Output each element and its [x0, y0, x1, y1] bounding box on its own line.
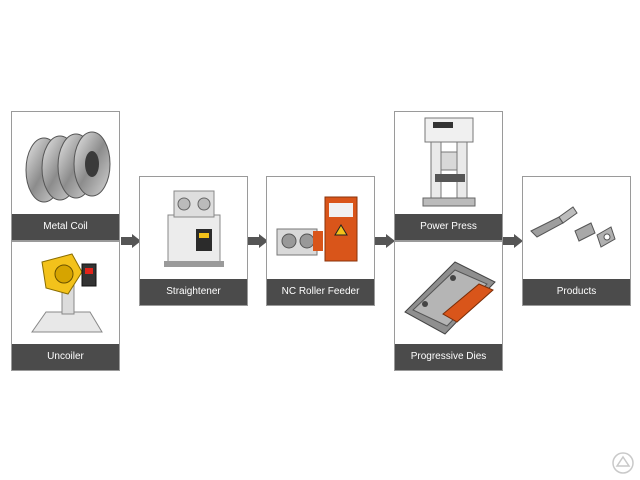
- arrow-right-icon: [121, 234, 141, 248]
- stage-label: Metal Coil: [12, 214, 119, 240]
- stage-label: Progressive Dies: [395, 344, 502, 370]
- stage-uncoiler: Uncoiler: [11, 241, 120, 371]
- stage-label: NC Roller Feeder: [267, 279, 374, 305]
- stage-label: Power Press: [395, 214, 502, 240]
- nc-roller-feeder-image: [267, 177, 374, 279]
- metal-coil-image: [12, 112, 119, 214]
- uncoiler-image: [12, 242, 119, 344]
- progressive-dies-image: [395, 242, 502, 344]
- products-image: [523, 177, 630, 279]
- stage-progressive-dies: Progressive Dies: [394, 241, 503, 371]
- straightener-image: [140, 177, 247, 279]
- stage-straightener: Straightener: [139, 176, 248, 306]
- stage-label: Uncoiler: [12, 344, 119, 370]
- stage-power-press: Power Press: [394, 111, 503, 241]
- power-press-image: [395, 112, 502, 214]
- arrow-right-icon: [248, 234, 268, 248]
- stage-label: Straightener: [140, 279, 247, 305]
- stage-metal-coil: Metal Coil: [11, 111, 120, 241]
- stage-products: Products: [522, 176, 631, 306]
- arrow-right-icon: [503, 234, 523, 248]
- stage-nc-roller-feeder: NC Roller Feeder: [266, 176, 375, 306]
- arrow-right-icon: [375, 234, 395, 248]
- stage-label: Products: [523, 279, 630, 305]
- watermark-logo: [612, 452, 634, 474]
